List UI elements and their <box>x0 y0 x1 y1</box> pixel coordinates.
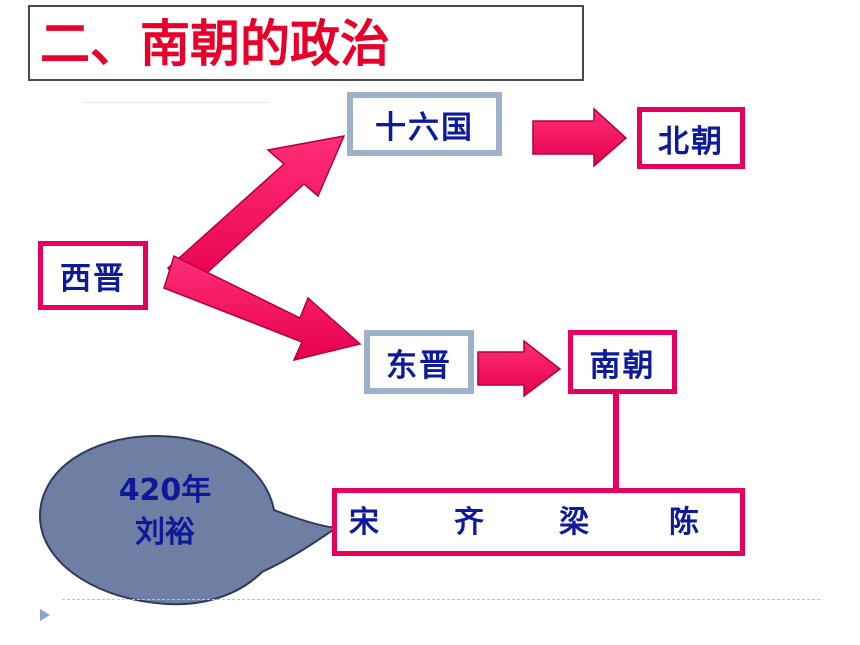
node-shiliuguo-label: 十六国 <box>375 109 474 146</box>
dynasty-chen: 陈 <box>669 505 699 540</box>
arrow-dongjin-to-nanchao <box>477 339 562 398</box>
play-triangle-icon[interactable] <box>39 608 51 622</box>
node-shiliuguo: 十六国 <box>347 92 502 156</box>
node-xijin: 西晋 <box>38 241 148 310</box>
node-nanchao-label: 南朝 <box>589 347 656 384</box>
node-beichao-label: 北朝 <box>658 123 724 160</box>
node-dongjin: 东晋 <box>364 330 474 394</box>
arrow-xijin-to-dongjin <box>163 254 362 362</box>
node-beichao: 北朝 <box>637 107 745 169</box>
bubble-person: 刘裕 <box>135 515 195 550</box>
page-title: 二、南朝的政治 <box>40 15 390 73</box>
node-xijin-label: 西晋 <box>60 261 126 297</box>
title-underline <box>84 102 268 103</box>
bubble-text: 420年 刘裕 <box>90 470 240 554</box>
node-dongjin-label: 东晋 <box>386 347 452 384</box>
arrow-shiliuguo-to-beichao <box>532 107 628 168</box>
footer-divider <box>62 599 820 600</box>
dynasty-sequence-box: 宋 齐 梁 陈 <box>332 488 745 556</box>
dynasty-qi: 齐 <box>454 505 484 540</box>
speech-bubble <box>38 434 339 606</box>
dynasty-liang: 梁 <box>559 505 589 540</box>
bubble-year: 420年 <box>118 473 212 508</box>
node-nanchao: 南朝 <box>568 330 677 394</box>
title-box: 二、南朝的政治 <box>28 5 584 81</box>
dynasty-song: 宋 <box>349 505 379 540</box>
connector-nanchao-to-dynasties <box>613 392 619 490</box>
